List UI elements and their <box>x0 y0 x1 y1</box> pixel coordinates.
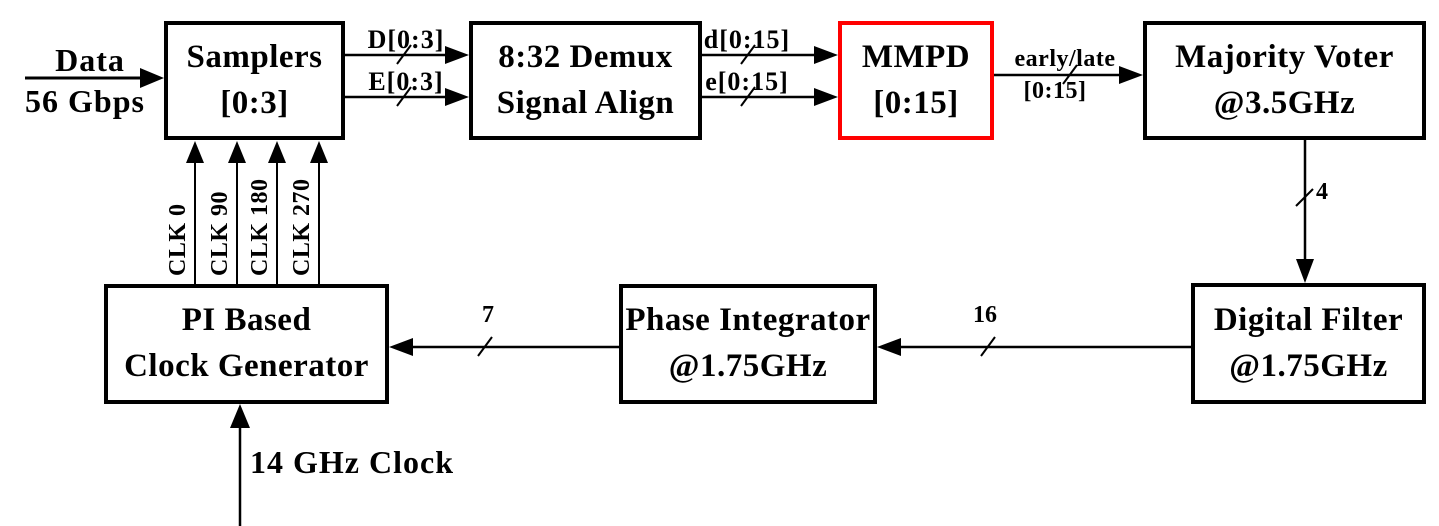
e-bus-arrow <box>345 86 469 107</box>
block-phase-integrator-line1: Phase Integrator <box>625 302 871 339</box>
clk-90-label: CLK 90 <box>207 190 233 276</box>
block-clock-generator-line2: Clock Generator <box>124 348 369 384</box>
clk-180-arrow <box>268 141 286 284</box>
early-late-label: early/late <box>1014 46 1116 72</box>
block-demux-line1: 8:32 Demux <box>498 38 673 75</box>
block-majority-voter-line2: @3.5GHz <box>1213 84 1356 121</box>
block-mmpd: MMPD [0:15] <box>838 21 994 140</box>
clk-90-arrow <box>228 141 246 284</box>
block-mmpd-line1: MMPD <box>861 38 971 75</box>
block-clock-generator-line1: PI Based <box>181 302 312 339</box>
block-mmpd-line2: [0:15] <box>873 84 959 121</box>
block-phase-integrator-line2: @1.75GHz <box>668 348 828 384</box>
d-demux-bus-label: d[0:15] <box>703 25 791 54</box>
data-input-label: Data <box>55 42 125 78</box>
d-demux-bus-arrow <box>702 44 838 65</box>
block-demux: 8:32 Demux Signal Align <box>469 21 702 140</box>
block-digital-filter: Digital Filter @1.75GHz <box>1191 283 1426 404</box>
block-samplers: Samplers [0:3] <box>164 21 345 140</box>
ref-clock-label: 14 GHz Clock <box>250 444 454 480</box>
block-majority-voter-line1: Majority Voter <box>1175 38 1394 75</box>
block-digital-filter-line2: @1.75GHz <box>1229 347 1388 384</box>
clk-0-arrow <box>186 141 204 284</box>
data-rate-label: 56 Gbps <box>25 83 145 119</box>
data-input-arrow <box>25 68 164 88</box>
d-bus-arrow <box>345 44 469 65</box>
e-demux-bus-label: e[0:15] <box>705 67 789 96</box>
clk-0-label: CLK 0 <box>165 203 191 276</box>
integrator-bus-width-label: 7 <box>482 302 494 328</box>
clk-270-arrow <box>310 141 328 284</box>
block-clock-generator: PI Based Clock Generator <box>104 284 389 404</box>
d-bus-label: D[0:3] <box>367 25 445 54</box>
voter-to-filter-arrow <box>1295 140 1314 283</box>
filter-to-integrator-arrow <box>877 336 1191 357</box>
block-samplers-line1: Samplers <box>186 38 323 75</box>
ref-clock-arrow <box>230 404 250 526</box>
clk-270-label: CLK 270 <box>289 178 315 276</box>
block-digital-filter-line1: Digital Filter <box>1213 301 1404 338</box>
block-phase-integrator: Phase Integrator @1.75GHz <box>619 284 877 404</box>
clk-180-label: CLK 180 <box>247 178 273 276</box>
e-demux-bus-arrow <box>702 86 838 107</box>
integrator-to-generator-arrow <box>389 336 619 357</box>
filter-bus-width-label: 16 <box>973 302 997 328</box>
voter-bus-width-label: 4 <box>1316 179 1328 205</box>
block-samplers-line2: [0:3] <box>220 84 289 121</box>
block-majority-voter: Majority Voter @3.5GHz <box>1143 21 1426 140</box>
early-late-arrow <box>994 64 1143 85</box>
block-demux-line2: Signal Align <box>496 84 675 121</box>
early-late-range-label: [0:15] <box>1023 78 1087 104</box>
e-bus-label: E[0:3] <box>368 67 444 96</box>
